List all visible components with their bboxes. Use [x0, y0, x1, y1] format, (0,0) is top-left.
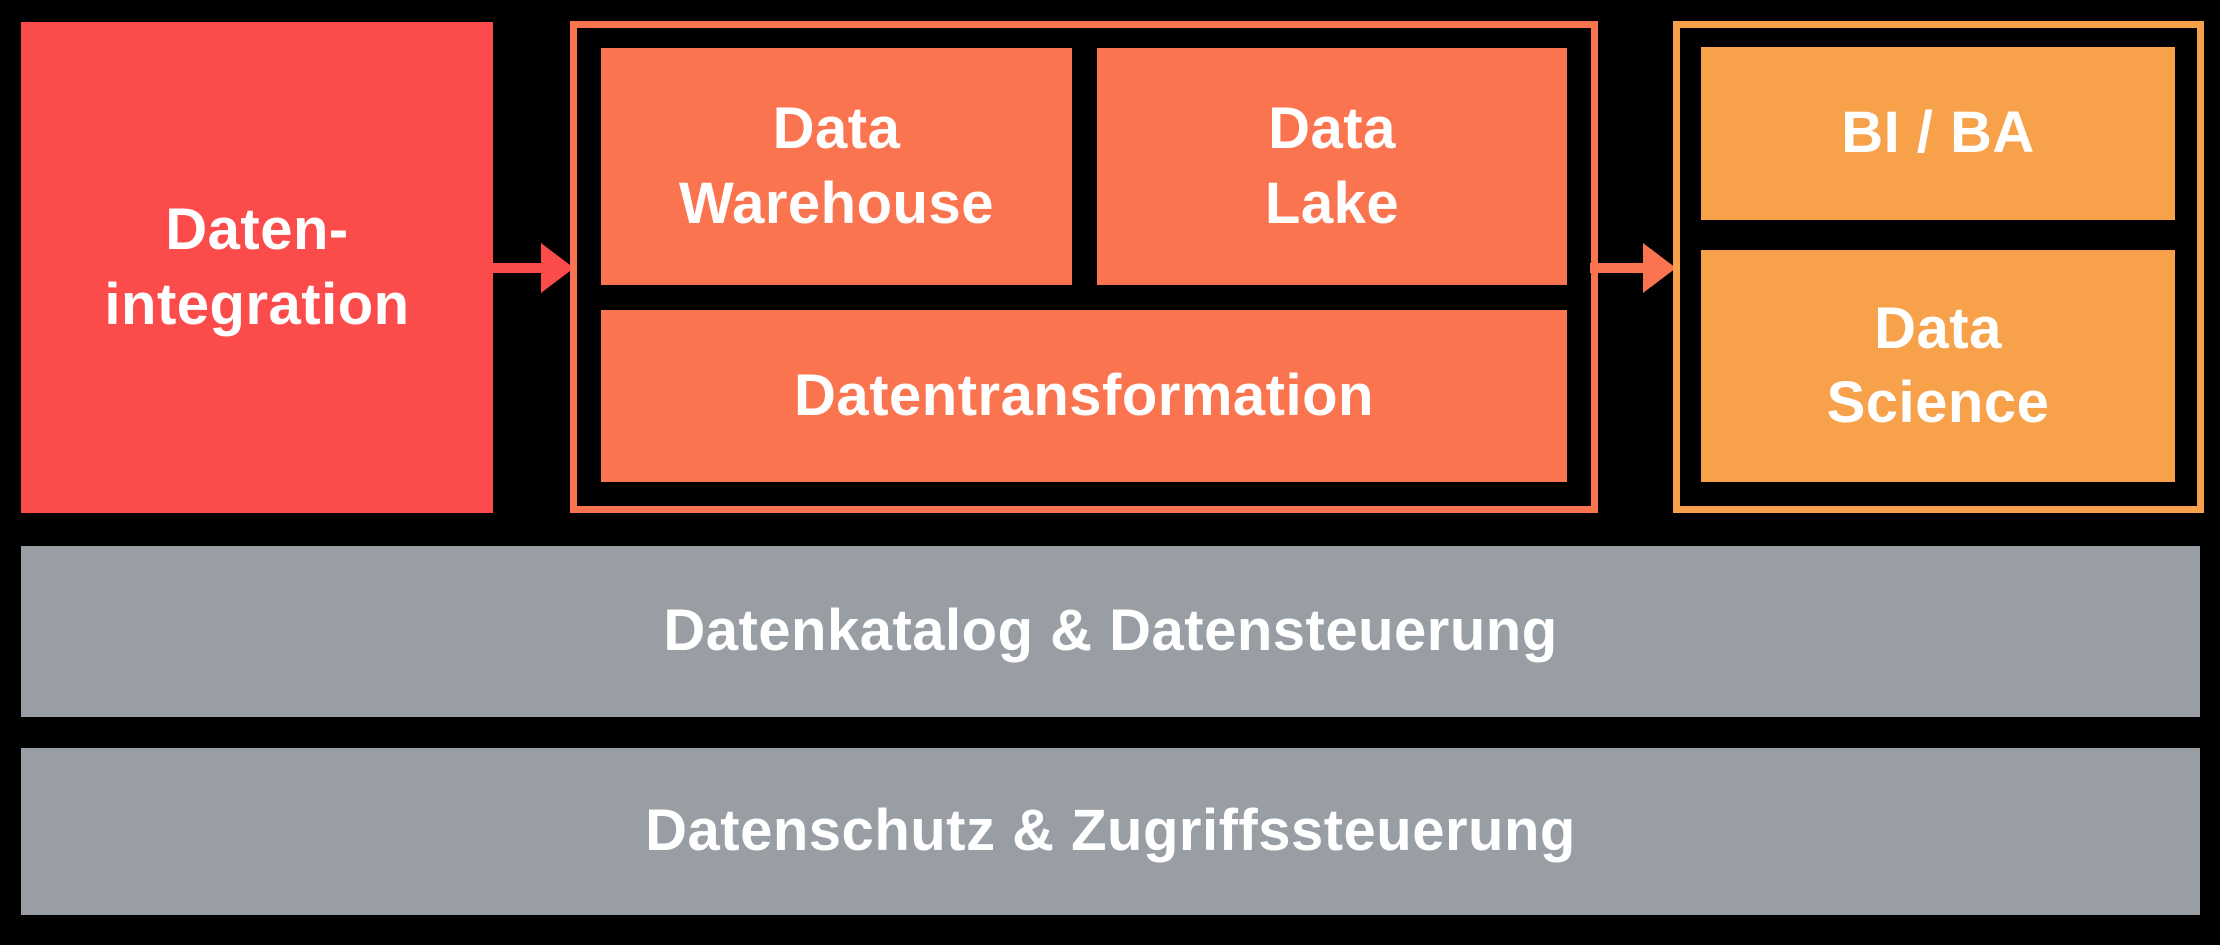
- data-warehouse-label: Data Warehouse: [679, 96, 994, 236]
- data-science-label: Data Science: [1826, 295, 2050, 435]
- data-warehouse-box: Data Warehouse: [601, 48, 1072, 285]
- datentransformation-label: Datentransformation: [794, 362, 1374, 428]
- bi-ba-label: BI / BA: [1841, 100, 2035, 166]
- datentransformation-box: Datentransformation: [601, 310, 1567, 482]
- bi-ba-box: BI / BA: [1701, 47, 2175, 220]
- data-lake-box: Data Lake: [1097, 48, 1567, 285]
- data-lake-label: Data Lake: [1264, 96, 1400, 236]
- datenschutz-zugriff-label: Datenschutz & Zugriffssteuerung: [645, 798, 1576, 864]
- consumption-layer-group: BI / BA Data Science: [1673, 21, 2204, 513]
- right-arrow-icon: [488, 243, 574, 293]
- datenkatalog-steuerung-bar: Datenkatalog & Datensteuerung: [21, 546, 2200, 717]
- right-arrow-icon: [1590, 243, 1676, 293]
- storage-layer-group: Data Warehouse Data Lake Datentransforma…: [570, 21, 1598, 513]
- daten-integration-box: Daten- integration: [21, 22, 493, 513]
- datenschutz-zugriff-bar: Datenschutz & Zugriffssteuerung: [21, 748, 2200, 915]
- daten-integration-label: Daten- integration: [104, 197, 410, 337]
- arrow-shaft: [488, 263, 546, 273]
- arrow-head: [1643, 243, 1676, 293]
- data-science-box: Data Science: [1701, 250, 2175, 482]
- datenkatalog-steuerung-label: Datenkatalog & Datensteuerung: [663, 598, 1558, 664]
- arrow-head: [541, 243, 574, 293]
- arrow-shaft: [1590, 263, 1648, 273]
